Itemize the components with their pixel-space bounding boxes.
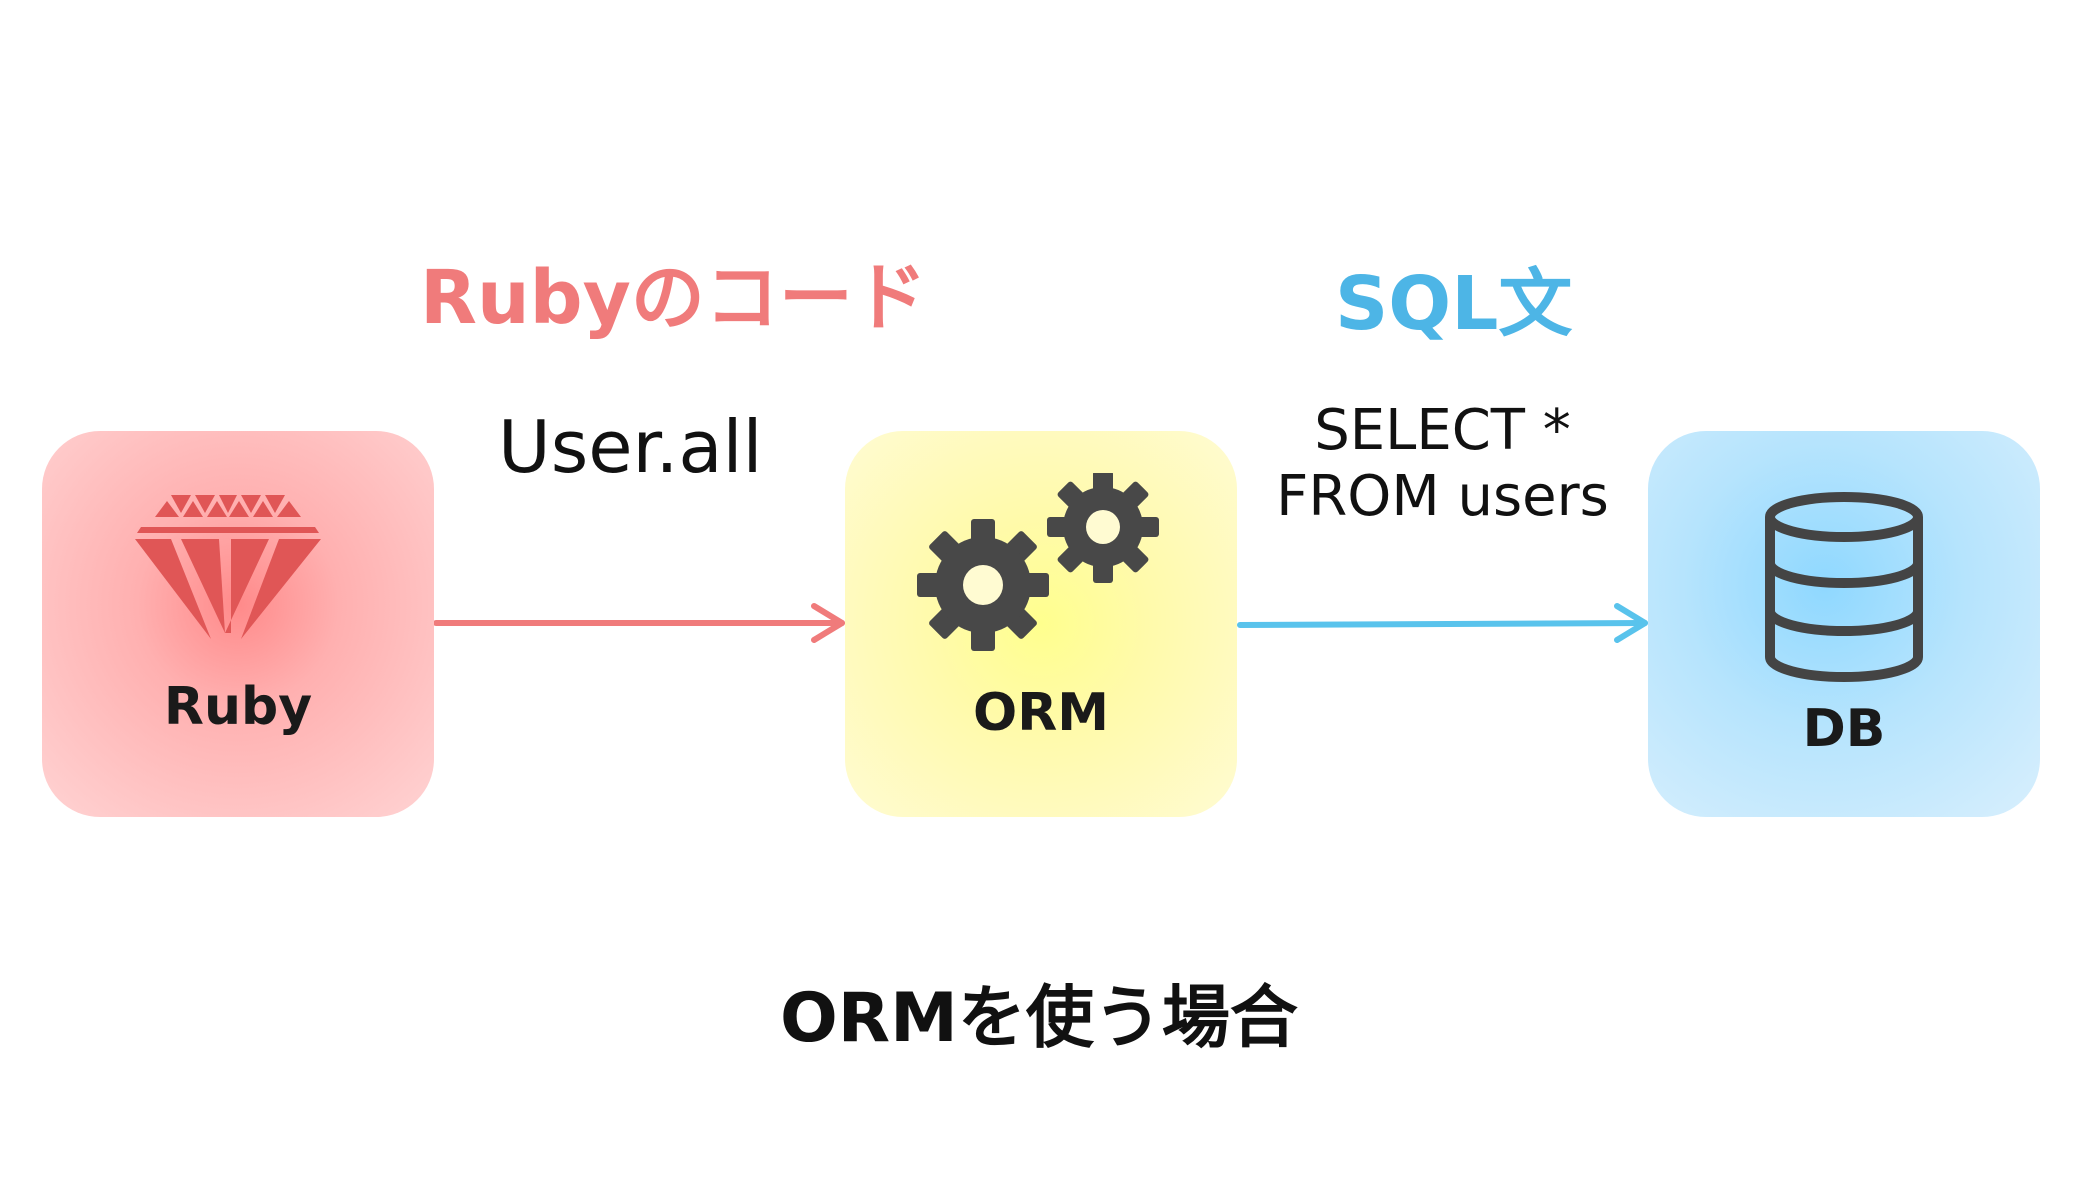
code-select-query: SELECT * FROM users [1276,398,1609,529]
node-orm: ORM [845,431,1237,817]
arrow-ruby-to-orm [433,603,845,643]
node-db-label: DB [1802,699,1886,759]
arrow-orm-to-db [1237,603,1648,643]
ruby-gem-icon [135,495,321,639]
node-orm-label: ORM [973,683,1109,743]
heading-ruby-code: Rubyのコード [420,255,927,341]
heading-sql-statement: SQL文 [1335,261,1573,347]
database-icon [1765,492,1923,682]
node-ruby-label: Ruby [163,677,313,737]
diagram-caption: ORMを使う場合 [780,979,1298,1058]
node-db: DB [1648,431,2040,817]
node-ruby: Ruby [42,431,434,817]
code-user-all: User.all [498,405,763,489]
gears-icon [917,473,1159,651]
